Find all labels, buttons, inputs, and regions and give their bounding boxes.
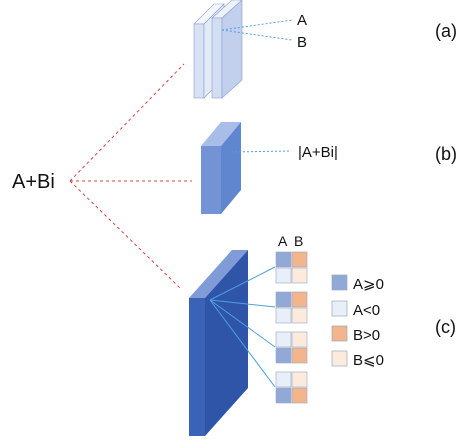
legend-item-b-pos: B>0	[331, 325, 380, 344]
tile-1-cell-a-neg	[275, 267, 292, 284]
sign-tiles	[275, 251, 308, 404]
tile-1-cell-a-nonneg	[275, 251, 292, 268]
legend-label-a-nonneg: A⩾0	[353, 276, 384, 293]
panel-b: |A+Bi| (b)	[201, 122, 457, 214]
fan-line-4	[209, 299, 276, 388]
tile-4-cell-b-nonpos	[291, 371, 308, 388]
legend-label-a-neg: A<0	[353, 302, 380, 319]
sign-tile-1	[275, 251, 308, 284]
connector-lines	[69, 63, 192, 289]
tile-4-cell-b-pos	[291, 387, 308, 404]
fan-lines	[209, 266, 276, 388]
magnitude-slab	[201, 122, 241, 214]
channel-label-a: A	[297, 12, 307, 29]
tile-2-cell-a-neg	[275, 307, 292, 324]
connector-to-c	[69, 180, 181, 289]
channel-label-b: B	[297, 34, 307, 51]
magnitude-label: |A+Bi|	[298, 144, 338, 161]
fan-line-1	[209, 266, 276, 301]
sign-tile-4	[275, 371, 308, 404]
panel-b-label: (b)	[435, 144, 457, 164]
source-label: A+Bi	[12, 171, 55, 193]
tile-2-cell-b-pos	[291, 291, 308, 308]
tile-4-cell-a-neg	[275, 371, 292, 388]
fan-line-2	[209, 299, 276, 308]
legend-label-b-nonpos: B⩽0	[353, 352, 384, 369]
column-header-b: B	[294, 233, 303, 249]
legend-label-b-pos: B>0	[353, 327, 380, 344]
panel-a: A B (a)	[193, 0, 457, 99]
tile-1-cell-b-nonpos	[291, 267, 308, 284]
tile-2-cell-b-nonpos	[291, 307, 308, 324]
sign-tile-3	[275, 331, 308, 364]
legend: A⩾0 A<0 B>0 B⩽0	[331, 274, 384, 369]
tile-3-cell-b-nonpos	[291, 331, 308, 348]
legend-swatch-b-nonpos	[331, 350, 348, 367]
legend-swatch-b-pos	[331, 325, 348, 342]
leader-magnitude	[230, 150, 291, 153]
connector-to-a	[69, 63, 185, 182]
slab-a-channel-b	[211, 0, 243, 99]
legend-swatch-a-nonneg	[331, 274, 348, 291]
tile-1-cell-b-pos	[291, 251, 308, 268]
column-header-a: A	[278, 233, 288, 249]
tile-3-cell-b-pos	[291, 347, 308, 364]
tile-2-cell-a-nonneg	[275, 291, 292, 308]
panel-c-label: (c)	[435, 317, 456, 337]
tile-3-cell-a-neg	[275, 331, 292, 348]
sign-slab	[189, 250, 248, 436]
tile-4-cell-a-nonneg	[275, 387, 292, 404]
panel-a-label: (a)	[435, 21, 457, 41]
fan-line-3	[209, 299, 276, 348]
sign-tile-2	[275, 291, 308, 324]
tile-3-cell-a-nonneg	[275, 347, 292, 364]
legend-item-a-nonneg: A⩾0	[331, 274, 384, 293]
legend-item-a-neg: A<0	[331, 300, 380, 319]
legend-swatch-a-neg	[331, 300, 348, 317]
panel-c: A B (c)	[189, 233, 456, 436]
legend-item-b-nonpos: B⩽0	[331, 350, 384, 369]
